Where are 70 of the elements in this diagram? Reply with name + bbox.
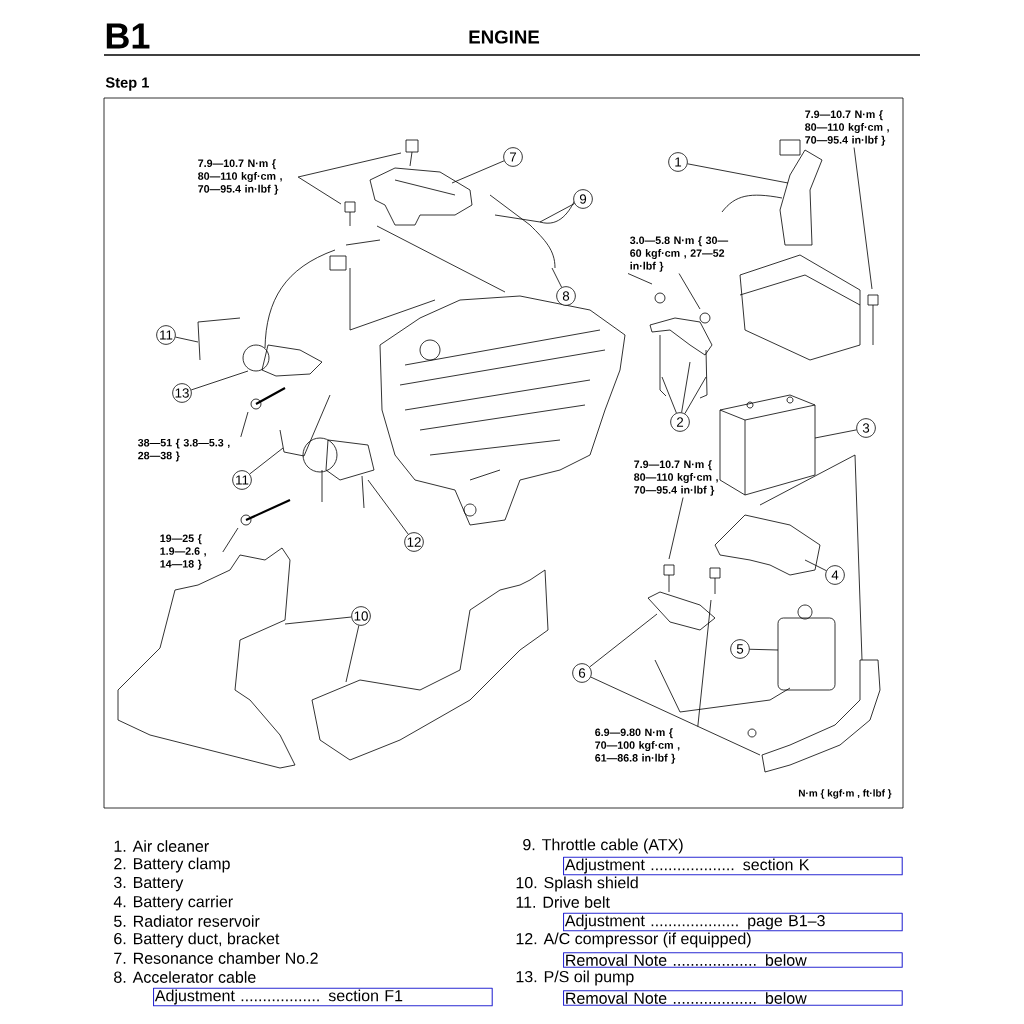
- leader-line: [222, 527, 239, 553]
- callout-number: 4: [825, 565, 845, 585]
- callout-number: 2: [670, 412, 690, 432]
- leader-line: [367, 479, 409, 535]
- torque-spec: 7.9—10.7 N·m { 80—110 kgf·cm , 70—95.4 in·lbf }: [198, 159, 282, 195]
- parts-list-item: 9. Throttle cable (ATX): [523, 838, 683, 854]
- leader-line: [668, 497, 684, 560]
- parts-list-item: 4. Battery carrier: [113, 895, 233, 911]
- reference-link: Adjustment ................... section K: [563, 856, 903, 876]
- unit-note: N·m { kgf·m , ft·lbf }: [798, 789, 892, 799]
- leader-line: [590, 676, 761, 756]
- parts-list-item: 12. A/C compressor (if equipped): [516, 932, 751, 948]
- parts-list-item: 2. Battery clamp: [114, 857, 230, 873]
- torque-spec: 7.9—10.7 N·m { 80—110 kgf·cm , 70—95.4 in·lbf }: [805, 110, 889, 146]
- torque-spec: 38—51 { 3.8—5.3 , 28—38 }: [138, 438, 230, 462]
- leader-line: [190, 370, 249, 391]
- callout-number: 1: [668, 152, 688, 172]
- torque-spec: 6.9—9.80 N·m { 70—100 kgf·cm , 61—86.8 in·lbf }: [595, 728, 680, 764]
- leader-line: [853, 147, 873, 290]
- leader-line: [240, 411, 249, 438]
- reference-link: Adjustment .................. section F1: [153, 987, 493, 1007]
- callout-number: 11: [232, 470, 252, 490]
- leader-line: [539, 203, 575, 223]
- callout-number: 8: [556, 286, 576, 306]
- callout-number: 12: [404, 532, 424, 552]
- callout-number: 7: [503, 147, 523, 167]
- parts-list-item: 7. Resonance chamber No.2: [114, 952, 318, 964]
- reference-link: Adjustment .................... page B1–3: [563, 912, 903, 932]
- page-number: B1: [106, 23, 150, 49]
- parts-list-item: 10. Splash shield: [516, 876, 638, 892]
- leader-line: [749, 648, 779, 651]
- leader-line: [684, 376, 707, 414]
- leader-line: [804, 559, 827, 572]
- leader-line: [297, 176, 342, 205]
- title: ENGINE: [469, 30, 540, 44]
- leader-line: [297, 152, 402, 178]
- reference-link: Removal Note ................... below: [563, 990, 903, 1006]
- leader-line: [681, 361, 691, 413]
- leader-line: [284, 616, 352, 625]
- leader-line: [814, 429, 857, 439]
- parts-list-item: 5. Radiator reservoir: [114, 915, 260, 927]
- leader-line: [345, 625, 360, 683]
- parts-list-item: 1. Air cleaner: [114, 840, 209, 852]
- callout-number: 5: [730, 639, 750, 659]
- callout-number: 9: [573, 189, 593, 209]
- leader-line: [589, 613, 658, 668]
- callout-number: 11: [156, 325, 176, 345]
- torque-spec: 7.9—10.7 N·m { 80—110 kgf·cm , 70—95.4 in·lbf }: [634, 460, 718, 496]
- torque-spec: 3.0—5.8 N·m { 30—60 kgf·cm , 27—52 in·lbf }: [630, 236, 729, 272]
- callout-number: 13: [172, 383, 192, 403]
- leader-line: [627, 273, 653, 285]
- torque-spec: 19—25 { 1.9—2.6 , 14—18 }: [160, 534, 206, 570]
- leader-line: [661, 376, 677, 414]
- parts-list-item: 6. Battery duct, bracket: [114, 932, 280, 948]
- leader-line: [678, 273, 701, 310]
- parts-list-item: 11. Drive belt: [516, 896, 610, 908]
- parts-list-item: 8. Accelerator cable: [114, 971, 256, 983]
- leader-line: [175, 336, 199, 343]
- leader-line: [697, 599, 712, 727]
- leader-line: [551, 267, 563, 288]
- parts-list-item: 3. Battery: [114, 876, 184, 892]
- leader-line: [687, 163, 789, 184]
- leader-line: [249, 447, 284, 475]
- parts-list-item: 13. P/S oil pump: [516, 970, 634, 986]
- leader-line: [451, 160, 505, 184]
- callout-number: 3: [856, 418, 876, 438]
- callout-number: 6: [572, 663, 592, 683]
- reference-link: Removal Note ................... below: [563, 952, 903, 968]
- step-heading: Step 1: [105, 77, 149, 91]
- callout-number: 10: [351, 606, 371, 626]
